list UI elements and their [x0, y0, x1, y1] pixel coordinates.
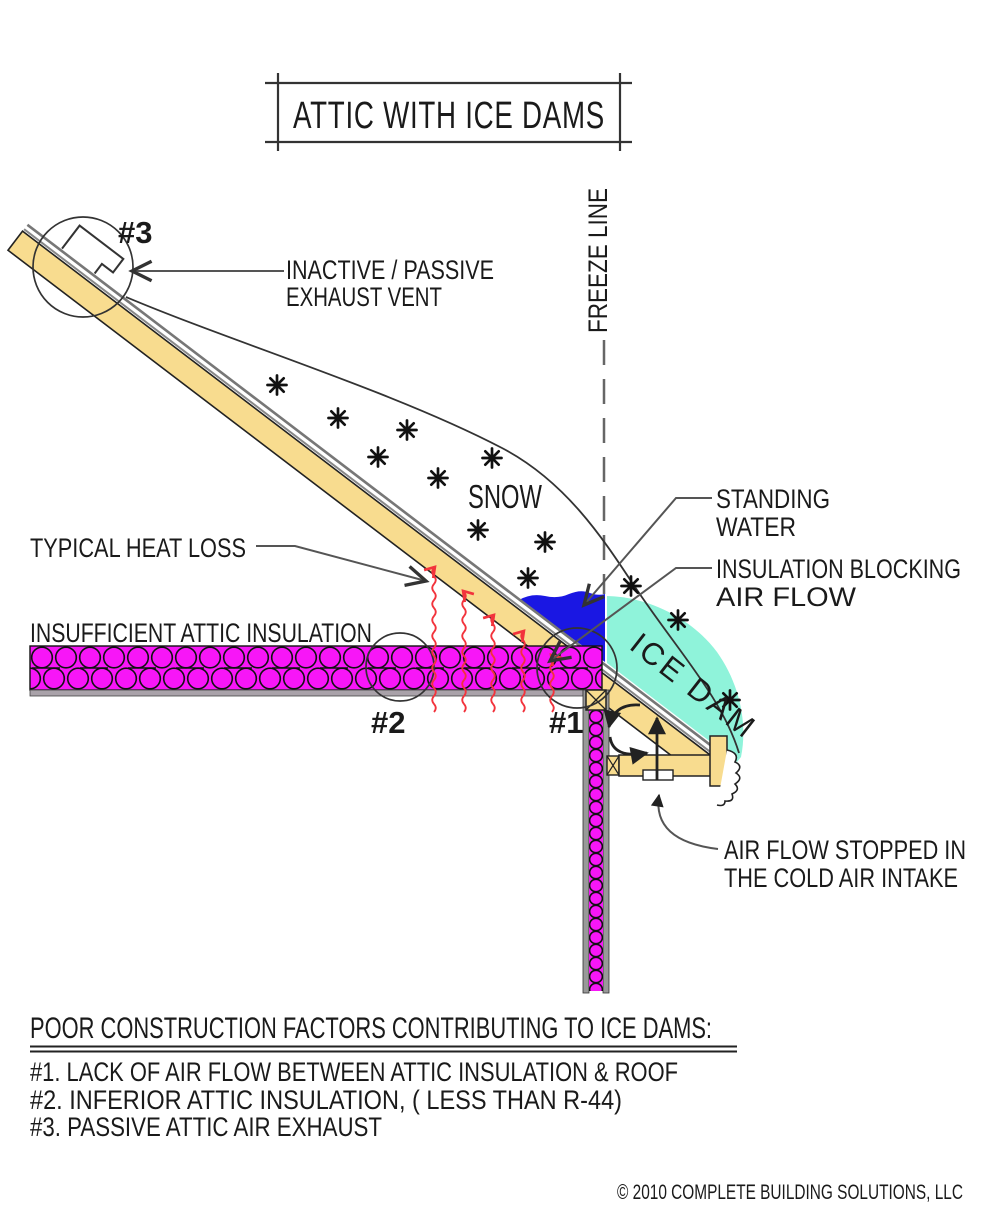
footnote-item-1: #1. LACK OF AIR FLOW BETWEEN ATTIC INSUL…	[30, 1057, 678, 1087]
leader-heat-loss	[256, 545, 430, 588]
passive-exhaust-vent	[61, 224, 125, 275]
freeze-line-label: FREEZE LINE	[583, 188, 613, 333]
callout-2-label: #2	[371, 705, 405, 740]
page-title: ATTIC WITH ICE DAMS	[293, 95, 605, 137]
wall-insulation	[589, 710, 603, 991]
snowflake-icon	[620, 575, 642, 597]
exhaust-vent-label-line1: INACTIVE / PASSIVE	[286, 255, 494, 285]
callout-3-label: #3	[118, 215, 152, 250]
detail-circle-2	[365, 632, 435, 702]
snowflake-icon	[517, 567, 539, 589]
ceiling-line	[29, 689, 584, 697]
snowflake-icon	[427, 467, 449, 489]
snowflake-icon	[467, 519, 489, 541]
wall-sheathing-left	[582, 689, 590, 994]
callout-1-label: #1	[549, 705, 583, 740]
heat-loss-label: TYPICAL HEAT LOSS	[30, 533, 246, 563]
footnote-block: POOR CONSTRUCTION FACTORS CONTRIBUTING T…	[30, 1012, 737, 1142]
copyright-notice: © 2010 COMPLETE BUILDING SOLUTIONS, LLC	[617, 1181, 963, 1204]
snowflake-icon	[396, 419, 418, 441]
air-swirl-arrow-lower	[608, 736, 649, 765]
snowflake-icon	[481, 447, 503, 469]
standing-water-label-line2: WATER	[716, 512, 796, 542]
insufficient-insulation-label: INSUFFICIENT ATTIC INSULATION	[30, 618, 372, 648]
air-flow-stopped-label-line1: AIR FLOW STOPPED IN	[724, 835, 966, 865]
air-flow-stopped-label-line2: THE COLD AIR INTAKE	[724, 863, 958, 893]
title-box	[265, 73, 632, 151]
exhaust-vent-label-line2: EXHAUST VENT	[286, 282, 442, 312]
attic-insulation-batt	[29, 645, 603, 691]
leader-lines	[128, 259, 719, 850]
detail-circle-1	[536, 627, 618, 709]
insulation-blocking-label-line1: INSULATION BLOCKING	[716, 554, 961, 584]
exterior-wall	[582, 689, 610, 994]
snowflake-icon	[534, 531, 556, 553]
air-flow-arrows	[603, 703, 666, 780]
leader-cold-air-intake	[650, 793, 719, 850]
snowflake-icon	[667, 609, 689, 631]
snow-boundary-curve	[125, 296, 740, 754]
leader-standing-water	[581, 497, 712, 608]
leader-insulation-blocking	[546, 567, 712, 664]
soffit-ledger-block	[606, 755, 620, 776]
standing-water-label-line1: STANDING	[716, 484, 830, 514]
ice-drip-edge	[716, 749, 741, 807]
air-swirl-arrow-upper	[603, 703, 641, 729]
wall-sheathing-right	[602, 689, 610, 994]
standing-water-shape	[519, 591, 605, 662]
footnote-item-2: #2. INFERIOR ATTIC INSULATION, ( LESS TH…	[30, 1085, 622, 1115]
snowflake-icon	[367, 446, 389, 468]
footnote-item-3: #3. PASSIVE ATTIC AIR EXHAUST	[30, 1112, 382, 1142]
footnote-heading: POOR CONSTRUCTION FACTORS CONTRIBUTING T…	[30, 1012, 712, 1045]
heat-loss-arrows	[423, 565, 563, 713]
snowflake-icon	[327, 407, 349, 429]
ice-dam-shape	[607, 596, 744, 762]
snowflake-icon	[266, 374, 288, 396]
snow-label: SNOW	[468, 478, 543, 515]
insulation-blocking-label-line2: AIR FLOW	[716, 582, 857, 612]
